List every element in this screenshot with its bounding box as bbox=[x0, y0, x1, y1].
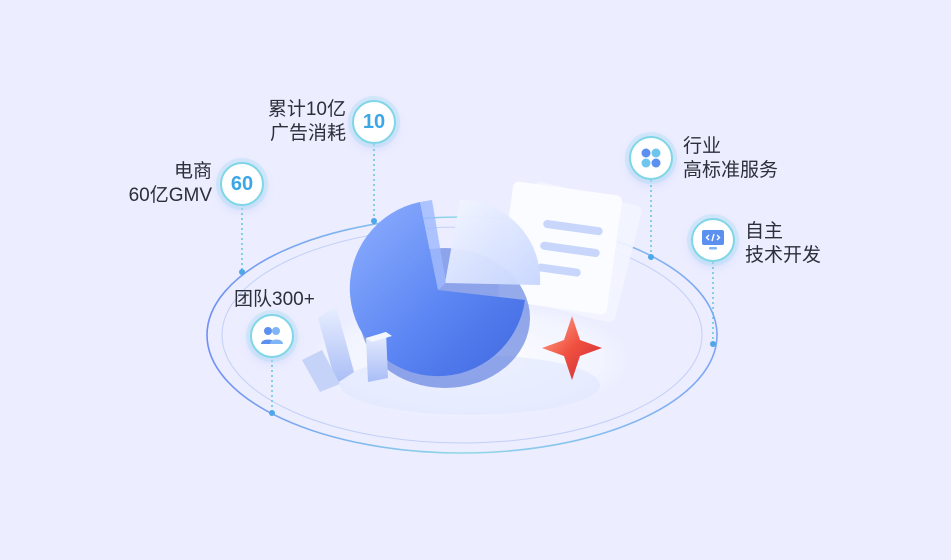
service-badge bbox=[629, 136, 673, 180]
spend-badge: 10 bbox=[352, 100, 396, 144]
tech-label: 自主 技术开发 bbox=[745, 220, 821, 268]
service-line1: 行业 bbox=[683, 136, 722, 157]
team-icon bbox=[259, 325, 285, 347]
service-line2: 高标准服务 bbox=[683, 160, 779, 181]
gmv-line2: 60亿GMV bbox=[128, 185, 212, 206]
connector-lines bbox=[241, 144, 714, 413]
pie-chart-graphic bbox=[349, 199, 541, 388]
bar-graphic bbox=[302, 306, 392, 392]
code-monitor-icon bbox=[701, 229, 725, 251]
gmv-line1: 电商 bbox=[173, 161, 212, 182]
spend-label: 累计10亿 广告消耗 bbox=[248, 98, 346, 146]
spend-line1: 累计10亿 bbox=[267, 99, 346, 120]
team-label: 团队300+ bbox=[234, 288, 315, 312]
spend-badge-number: 10 bbox=[362, 110, 386, 133]
team-line1: 团队300+ bbox=[234, 289, 315, 310]
tech-line2: 技术开发 bbox=[745, 245, 822, 266]
gmv-badge: 60 bbox=[220, 162, 264, 206]
tech-badge bbox=[691, 218, 735, 262]
apps-icon bbox=[639, 146, 663, 170]
tech-line1: 自主 bbox=[745, 221, 784, 242]
team-badge bbox=[250, 314, 294, 358]
spend-line2: 广告消耗 bbox=[269, 123, 346, 144]
connector-dots bbox=[239, 218, 716, 416]
gmv-label: 电商 60亿GMV bbox=[110, 160, 212, 208]
gmv-badge-number: 60 bbox=[230, 172, 254, 195]
star-graphic bbox=[542, 316, 602, 380]
service-label: 行业 高标准服务 bbox=[683, 135, 778, 183]
